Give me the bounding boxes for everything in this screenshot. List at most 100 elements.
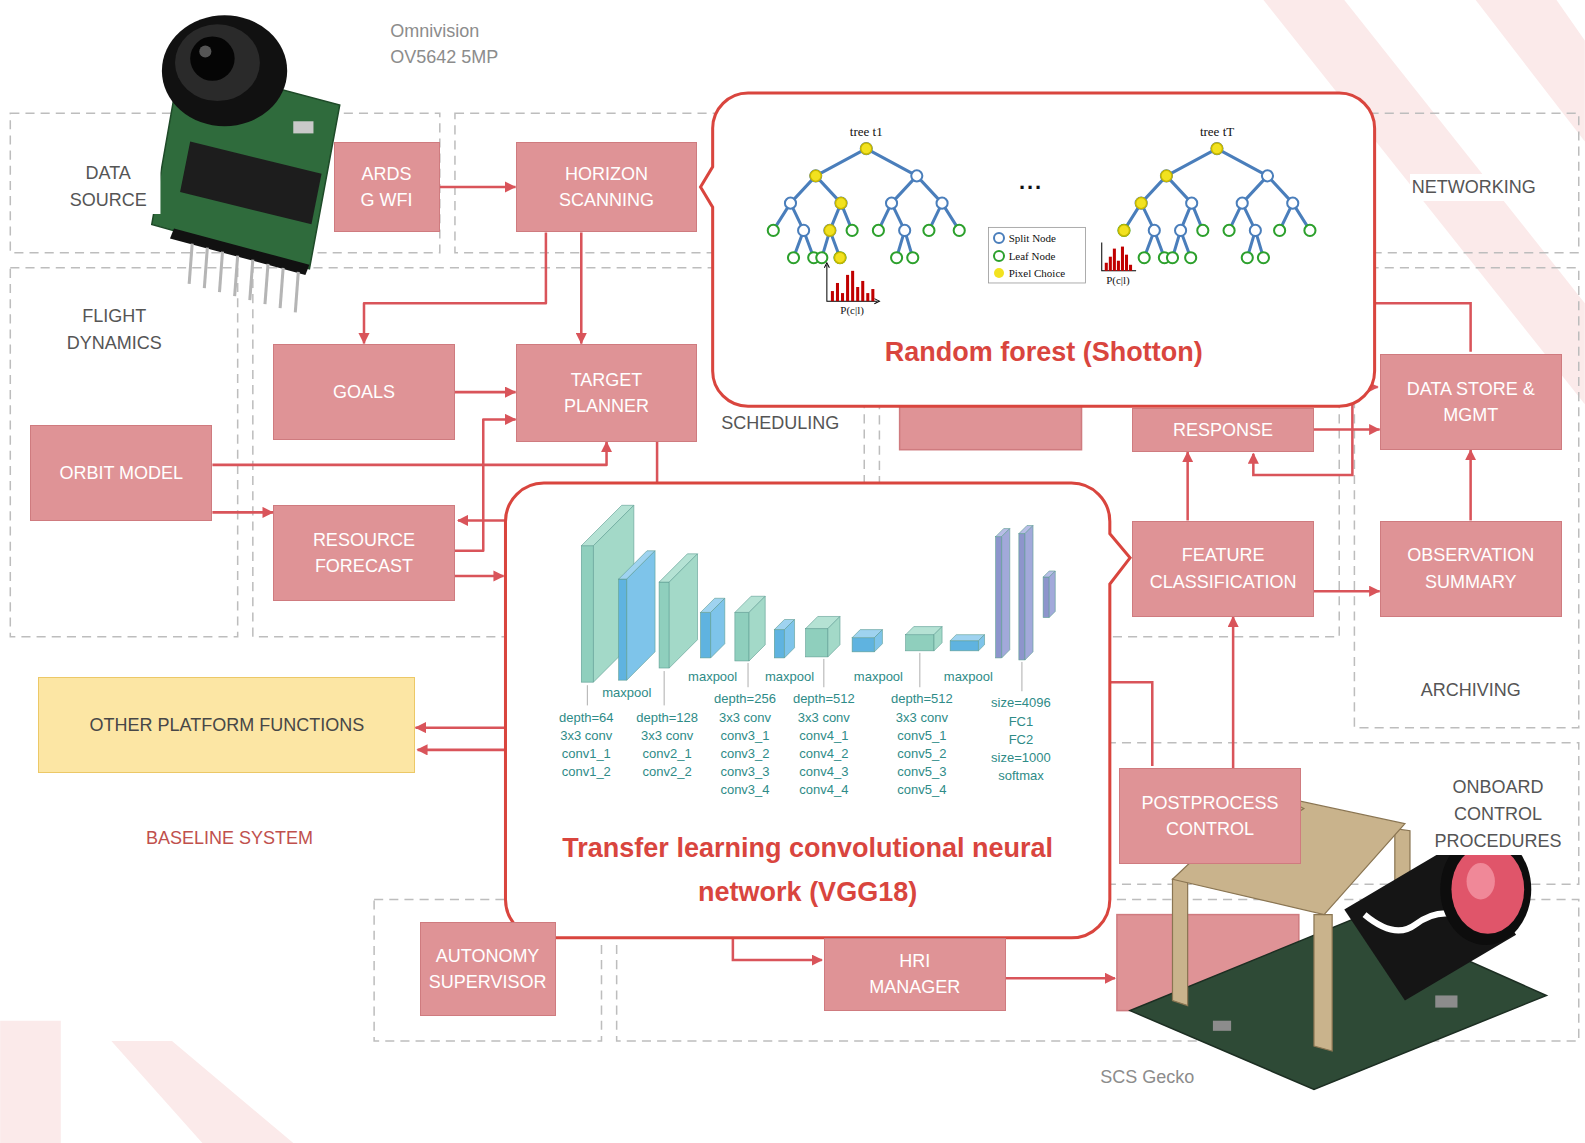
- histogram: [1125, 255, 1128, 271]
- connector-line: [455, 575, 504, 578]
- camera-module: [293, 121, 313, 133]
- arrow-connector: [455, 391, 516, 394]
- hidden-box: [900, 404, 1082, 449]
- callout-title: Transfer learning convolutional neural n…: [535, 827, 1081, 913]
- camera-module: [190, 36, 234, 80]
- box-label: AUTONOMY SUPERVISOR: [427, 943, 549, 995]
- histogram: [856, 287, 859, 301]
- decision-tree: [1136, 198, 1147, 209]
- arrow-connector: [1314, 428, 1380, 431]
- cnn-layer-block: [619, 579, 627, 680]
- decision-tree: [810, 170, 821, 181]
- group-region: [1354, 113, 1578, 252]
- cnn-layer-block: [874, 630, 882, 652]
- callout-outline: [701, 93, 1375, 406]
- leader-line: [748, 663, 749, 687]
- process-box: TARGET PLANNER: [516, 344, 698, 442]
- histogram: [841, 293, 844, 301]
- callout-title: Random forest (Shotton): [885, 331, 1203, 374]
- layer-label: maxpool: [765, 669, 814, 685]
- layer-label: conv1_2: [562, 764, 611, 780]
- layer-label: conv4_4: [799, 782, 848, 798]
- legend-label: Leaf Node: [1009, 250, 1056, 262]
- process-box: OBSERVATION SUMMARY: [1380, 521, 1562, 617]
- box-label: ARDS G WFI: [355, 161, 418, 213]
- camera-module: [295, 272, 298, 312]
- process-box: HRI MANAGER: [824, 938, 1006, 1011]
- cnn-layer-block: [581, 546, 593, 682]
- cnn-layer-block: [978, 635, 984, 651]
- ellipsis-mark: ...: [1019, 166, 1043, 198]
- arrow-connector: [1469, 450, 1472, 521]
- layer-label: depth=256: [714, 691, 776, 707]
- histogram: [827, 265, 878, 301]
- callout-outline: [505, 93, 1374, 938]
- cnn-layer-block: [669, 554, 697, 668]
- camera-module: [152, 15, 340, 312]
- box-label: ORBIT MODEL: [59, 460, 183, 486]
- process-box: RESPONSE: [1132, 408, 1314, 451]
- camera-module: [199, 45, 211, 57]
- group-label: ARCHIVING: [1419, 677, 1523, 704]
- histogram: [1102, 243, 1136, 271]
- box-label: POSTPROCESS CONTROL: [1126, 790, 1294, 842]
- histogram: [846, 275, 849, 301]
- legend-label: Pixel Choice: [1009, 267, 1066, 279]
- gecko-imager: [1213, 1021, 1231, 1031]
- layer-label: 3x3 conv: [719, 710, 771, 726]
- cnn-layer-block: [1049, 571, 1055, 617]
- box-label: RESPONSE: [1173, 417, 1273, 443]
- box-label: FEATURE CLASSIFICATION: [1139, 542, 1307, 594]
- layer-label: conv5_2: [897, 746, 946, 762]
- camera-module: [180, 141, 321, 224]
- cnn-layer-block: [701, 612, 711, 657]
- image-caption: SCS Gecko: [1100, 1064, 1194, 1090]
- cnn-layer-block: [749, 596, 765, 661]
- layer-label: size=1000: [991, 750, 1051, 766]
- legend-swatch: [992, 249, 1006, 263]
- legend-swatch: [994, 233, 1004, 243]
- layer-label: conv1_1: [562, 746, 611, 762]
- gecko-imager: [1172, 879, 1187, 1005]
- histogram: [824, 263, 879, 304]
- layer-label: maxpool: [602, 685, 651, 701]
- gecko-imager: [1467, 863, 1495, 899]
- layer-label: depth=512: [891, 691, 953, 707]
- layer-label: conv3_4: [720, 782, 769, 798]
- layer-label: conv5_1: [897, 728, 946, 744]
- arrow-connector: [1232, 616, 1235, 768]
- decision-tree: [1118, 143, 1315, 263]
- arrow-connector: [212, 511, 273, 514]
- box-label: DATA STORE & MGMT: [1387, 376, 1555, 428]
- histogram: [851, 271, 854, 301]
- arrow-connector: [1314, 590, 1380, 593]
- histogram: [836, 283, 839, 301]
- cnn-layer-block: [581, 505, 1055, 682]
- decision-tree: [1118, 225, 1129, 236]
- histogram: [1109, 257, 1112, 271]
- box-label: HRI MANAGER: [859, 948, 970, 1000]
- group-label: NETWORKING: [1410, 174, 1538, 201]
- group-region: [1354, 268, 1578, 728]
- group-label: BASELINE SYSTEM: [144, 825, 315, 851]
- group-label: SCHEDULING: [719, 410, 841, 437]
- box-label: GOALS: [333, 379, 395, 405]
- layer-label: conv2_2: [643, 764, 692, 780]
- cnn-layer-block: [950, 641, 978, 651]
- layer-label: 3x3 conv: [641, 728, 693, 744]
- leader-line: [587, 685, 588, 705]
- decision-tree: [861, 143, 872, 154]
- cnn-layer-block: [1025, 526, 1033, 660]
- layer-label: depth=128: [636, 710, 698, 726]
- tree-label: tree t1: [850, 123, 883, 142]
- histogram: [861, 281, 864, 301]
- layer-label: maxpool: [688, 669, 737, 685]
- camera-module: [189, 244, 192, 284]
- gecko-imager: [1314, 915, 1332, 1051]
- connector-line: [1006, 977, 1115, 980]
- layer-label: conv4_3: [799, 764, 848, 780]
- layer-label: depth=512: [793, 691, 855, 707]
